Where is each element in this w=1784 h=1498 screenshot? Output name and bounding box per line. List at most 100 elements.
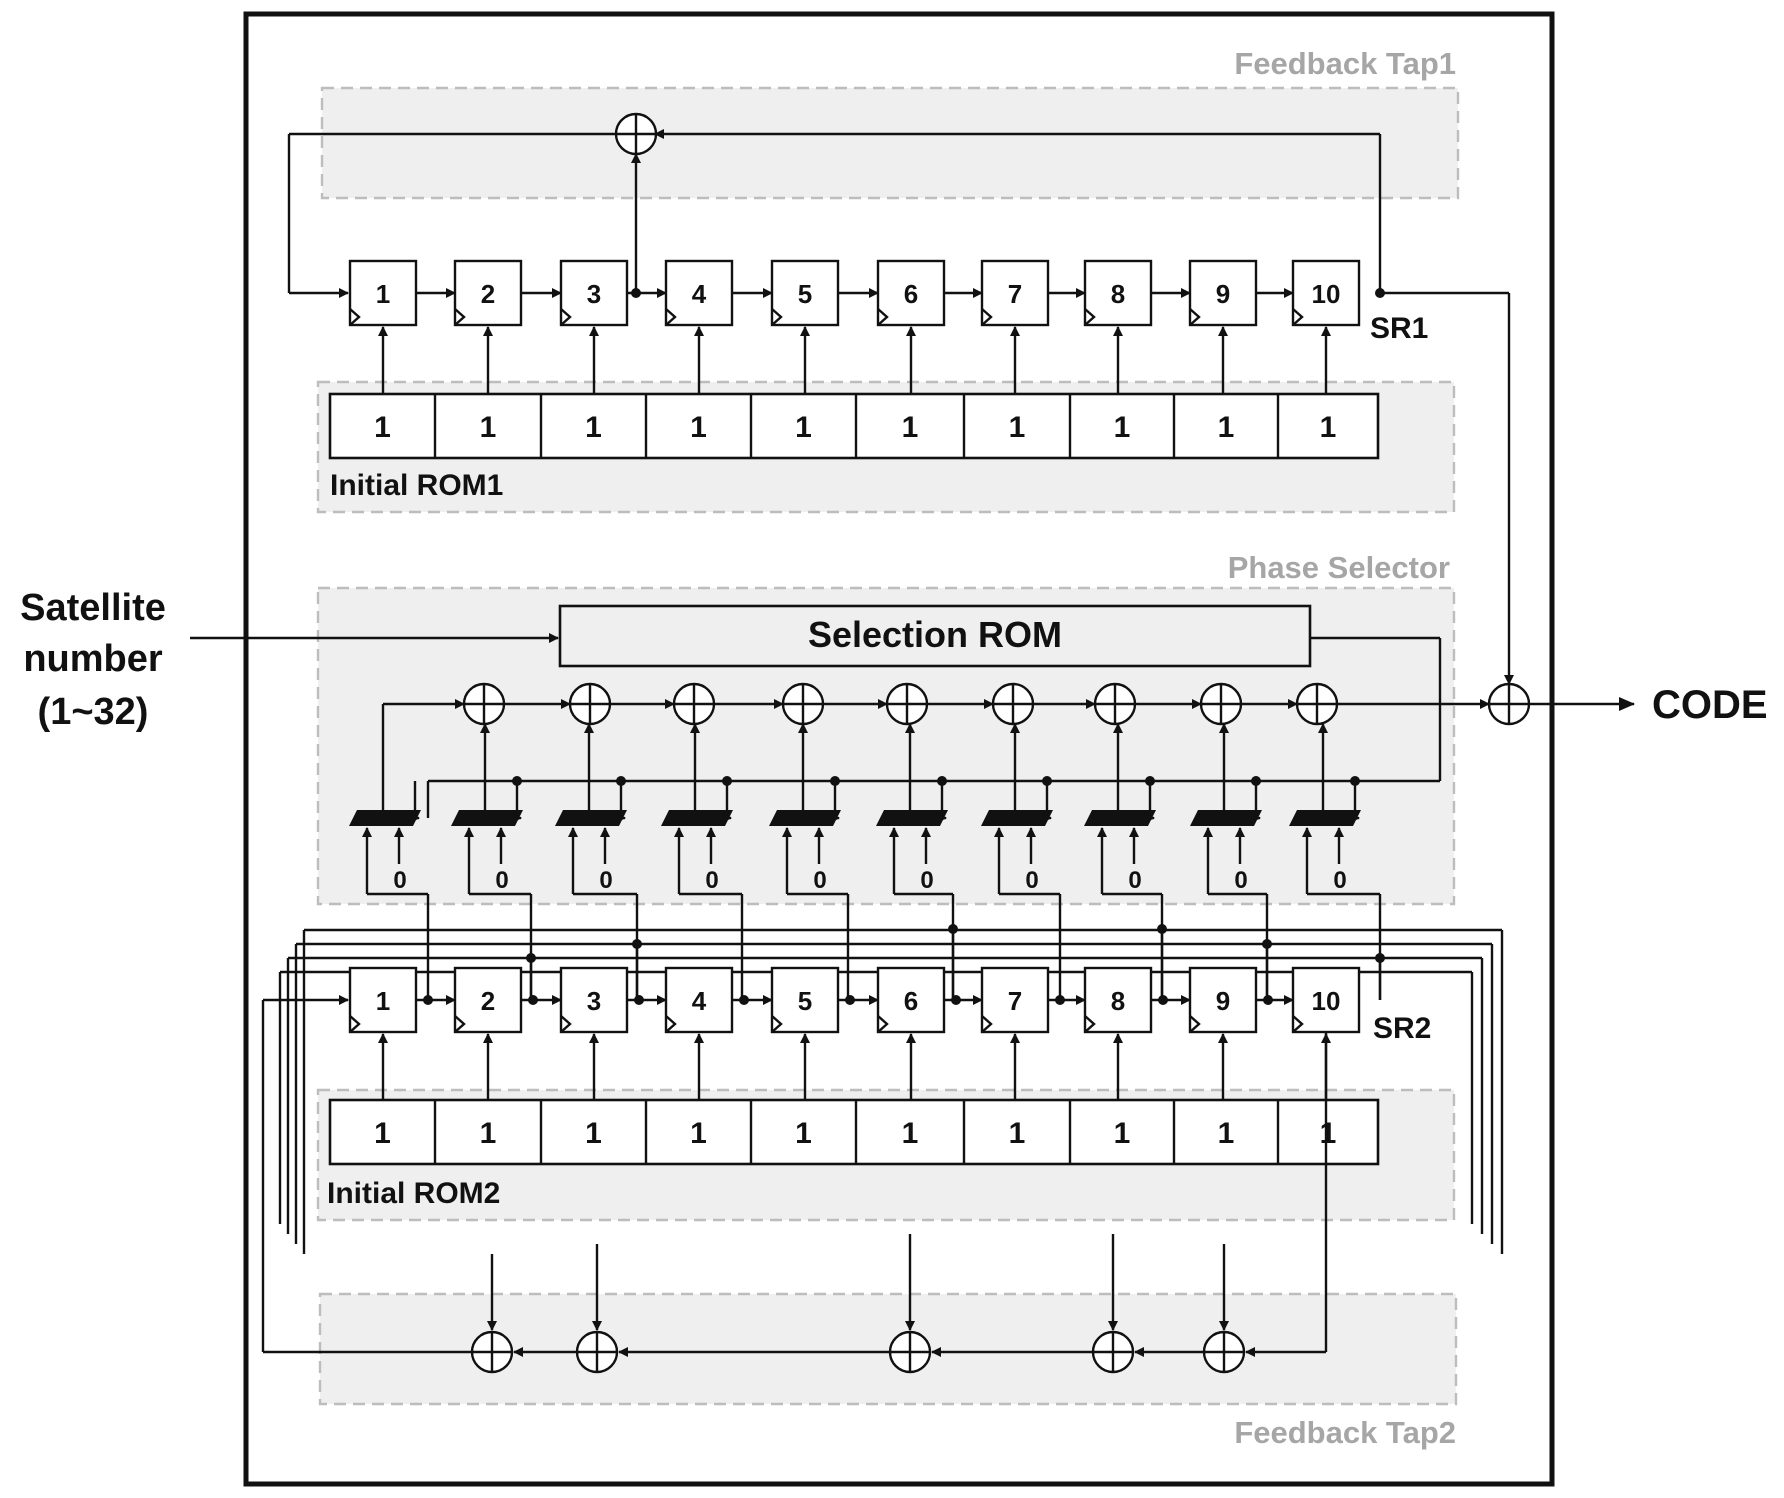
satellite-number-line1: Satellite [20,587,166,629]
register-output-junction [423,995,433,1005]
rom-bit-value: 1 [902,1117,919,1150]
rom-bit-value: 1 [1114,411,1131,444]
clock-triangle [665,1015,677,1033]
register-box [1291,966,1361,1034]
shift-register-cell: 3 [559,966,629,1034]
register-number: 2 [481,279,495,309]
initial-rom2-label: Initial ROM2 [327,1177,500,1210]
register-box [348,259,418,327]
feedback-tap2-xor [575,1330,619,1374]
clock-triangle [1189,308,1201,326]
feedback-tap1-label: Feedback Tap1 [1234,46,1456,81]
register-box [348,966,418,1034]
tap-select-mux [1084,810,1156,826]
feedback-tap2-xor [470,1330,514,1374]
shift-register-cell: 9 [1188,259,1258,327]
rom-bit-value: 1 [1009,411,1026,444]
mux-zero-label: 0 [599,867,612,894]
tap-junction [526,953,536,963]
rom-bit-value: 1 [480,1117,497,1150]
register-box [1291,259,1361,327]
mux-zero-label: 0 [705,867,718,894]
clock-triangle [560,308,572,326]
feedback-tap2-xor [1091,1330,1135,1374]
selection-rom-label: Selection ROM [808,614,1062,655]
shift-register-cell: 7 [980,259,1050,327]
shift-register-cell: 6 [876,966,946,1034]
shift-register-cell: 8 [1083,966,1153,1034]
register-box [453,966,523,1034]
clock-triangle [1292,308,1304,326]
register-output-junction [951,995,961,1005]
rom-outline [328,392,1380,460]
phase-selector-xor [991,682,1035,726]
tap-junction [948,924,958,934]
register-number: 8 [1111,986,1125,1016]
tap-select-mux [1289,810,1361,826]
register-number: 3 [587,986,601,1016]
rom-bit-value: 1 [902,411,919,444]
register-number: 4 [692,279,707,309]
tap-select-mux [1190,810,1262,826]
feedback-tap1-zone [320,86,1460,200]
phase-selector-xor [568,682,612,726]
clock-triangle [349,308,361,326]
phase-selector-xor [1295,682,1339,726]
shift-register-cell: 5 [770,966,840,1034]
clock-triangle [665,308,677,326]
rom-bit-value: 1 [480,411,497,444]
phase-selector-xor [885,682,929,726]
shift-register-cell: 4 [664,259,734,327]
generator-frame [243,11,1555,1487]
sr2-tap-bus [278,892,1504,1254]
clock-triangle [560,1015,572,1033]
register-box [1188,259,1258,327]
tap-select-mux [981,810,1053,826]
register-box [770,966,840,1034]
rom-bit-value: 1 [1218,411,1235,444]
mux-zero-label: 0 [495,867,508,894]
mux-zero-label: 0 [1234,867,1247,894]
register-number: 3 [587,279,601,309]
clock-triangle [1292,1015,1304,1033]
register-output-junction [1263,995,1273,1005]
clock-triangle [1084,308,1096,326]
register-number: 4 [692,986,707,1016]
shift-register-cell: 4 [664,966,734,1034]
rom-bit-value: 1 [1320,1117,1337,1150]
mux-zero-label: 0 [393,867,406,894]
satellite-number-line3: (1~32) [38,691,149,733]
rom-bit-value: 1 [585,1117,602,1150]
rom-bit-value: 1 [690,1117,707,1150]
phase-selector-xor [1199,682,1243,726]
phase-selector-label: Phase Selector [1228,550,1450,585]
phase-selector-xor [781,682,825,726]
register-output-junction [739,995,749,1005]
tap-select-mux [349,810,421,826]
clock-triangle [981,308,993,326]
phase-selector-xor [1093,682,1137,726]
shift-register-cell: 10 [1291,966,1361,1034]
tap-junction [632,939,642,949]
rom-bit-value: 1 [374,411,391,444]
register-box [664,259,734,327]
sr1-feedback-wires [287,129,1514,685]
register-box [1083,966,1153,1034]
rom-bit-value: 1 [690,411,707,444]
register-number: 10 [1312,279,1341,309]
shift-register-cell: 7 [980,966,1050,1034]
clock-triangle [454,1015,466,1033]
mux-zero-label: 0 [920,867,933,894]
selection-rom-box [558,604,1312,668]
feedback-tap2-xor-chain [261,995,1328,1374]
register-box [1083,259,1153,327]
shift-register-cell: 10 [1291,259,1361,327]
register-number: 10 [1312,986,1341,1016]
mux-zero-label: 0 [1025,867,1038,894]
phase-selector-xor [672,682,716,726]
